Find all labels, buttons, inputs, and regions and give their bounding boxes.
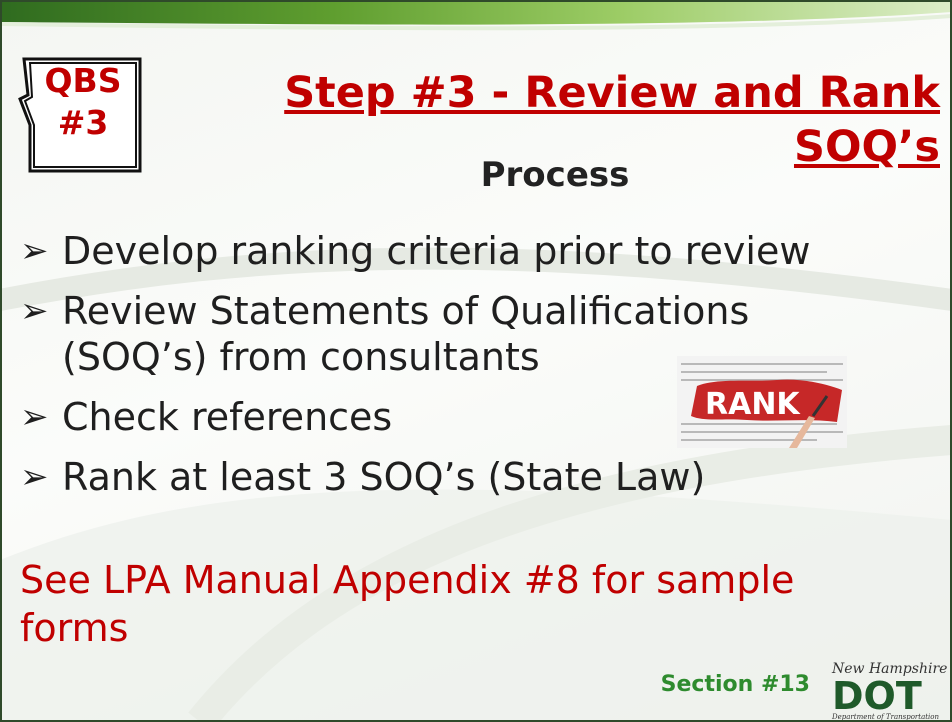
bullet-arrow-icon: ➢ [20, 231, 49, 271]
rank-image-word: RANK [705, 387, 801, 422]
bullet-text: (SOQ’s) from consultants [62, 335, 540, 379]
title-line2: SOQ’s [793, 122, 940, 172]
manual-note: See LPA Manual Appendix #8 for sample fo… [20, 556, 940, 652]
top-green-band [0, 0, 952, 31]
logo-script-text: New Hampshire [831, 661, 947, 677]
bullet-item-continuation: (SOQ’s) from consultants [20, 334, 940, 380]
logo-letters: DOT [832, 674, 922, 718]
note-line1: See LPA Manual Appendix #8 for sample [20, 558, 795, 602]
bullet-arrow-icon: ➢ [20, 291, 49, 331]
page-title: Step #3 - Review and Rank SOQ’s [200, 66, 940, 174]
bullet-item: ➢ Check references [20, 394, 940, 440]
qbs-badge-line1: QBS [44, 61, 122, 100]
bullet-list: ➢ Develop ranking criteria prior to revi… [20, 228, 940, 514]
bullet-arrow-icon: ➢ [20, 397, 49, 437]
rank-image: RANK [677, 356, 847, 448]
note-line2: forms [20, 606, 129, 650]
title-line1: Step #3 - Review and Rank [284, 68, 940, 118]
qbs-badge-text: QBS #3 [18, 60, 148, 144]
subtitle: Process [480, 155, 630, 195]
bullet-text: Rank at least 3 SOQ’s (State Law) [62, 455, 706, 499]
qbs-badge-sign [18, 57, 142, 173]
section-label: Section #13 [660, 672, 810, 697]
bullet-item: ➢ Rank at least 3 SOQ’s (State Law) [20, 454, 940, 500]
bullet-text: Develop ranking criteria prior to review [62, 229, 811, 273]
nh-dot-logo: New Hampshire DOT Department of Transpor… [831, 661, 947, 721]
bullet-text: Check references [62, 395, 393, 439]
bullet-text: Review Statements of Qualifications [62, 289, 750, 333]
bullet-item: ➢ Review Statements of Qualifications [20, 288, 940, 334]
bullet-item: ➢ Develop ranking criteria prior to revi… [20, 228, 940, 274]
logo-caption: Department of Transportation [831, 713, 940, 721]
qbs-badge-line2: #3 [57, 103, 109, 142]
bullet-arrow-icon: ➢ [20, 457, 49, 497]
